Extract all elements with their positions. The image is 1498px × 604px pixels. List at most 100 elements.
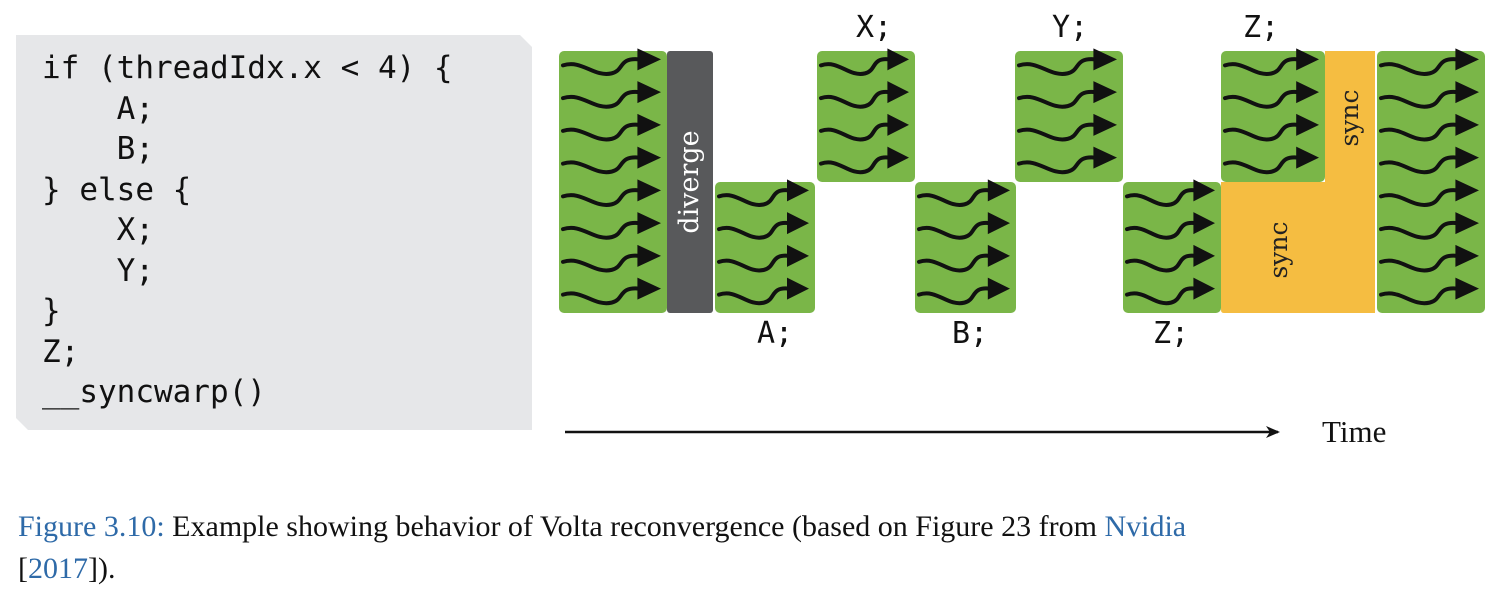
code-listing: if (threadIdx.x < 4) { A; B;} else { X; …: [42, 48, 453, 413]
diverge-bar: [667, 51, 713, 313]
thread-arrow-icon: [561, 188, 642, 207]
arrowhead-icon: [887, 146, 909, 169]
block-A: [715, 179, 815, 313]
thread-arrow-icon: [561, 286, 642, 306]
label-A: A;: [757, 316, 793, 351]
thread-blocks: [559, 48, 1485, 313]
arrowhead-icon: [1455, 48, 1479, 71]
code-line: } else {: [42, 171, 192, 208]
caption-text: Example showing behavior of Volta reconv…: [164, 510, 1105, 543]
time-label: Time: [1322, 414, 1386, 449]
thread-arrow-icon: [1017, 122, 1098, 142]
arrowhead-icon: [637, 244, 661, 267]
arrowhead-icon: [987, 277, 1010, 300]
thread-arrow-icon: [819, 57, 892, 76]
arrowhead-icon: [1455, 113, 1479, 136]
thread-arrow-icon: [819, 122, 892, 142]
block-Y: [1015, 48, 1123, 182]
block-Z-lower: [1123, 179, 1221, 313]
arrowhead-icon: [1455, 212, 1479, 235]
arrowhead-icon: [987, 212, 1010, 235]
diverge-label: diverge: [674, 130, 705, 233]
thread-arrow-icon: [917, 188, 992, 207]
thread-arrow-icon: [561, 90, 642, 109]
arrowhead-icon: [637, 48, 661, 71]
arrowhead-icon: [787, 179, 809, 202]
arrowhead-icon: [1455, 277, 1479, 300]
thread-arrow-icon: [717, 253, 791, 273]
arrowhead-icon: [1296, 146, 1319, 169]
thread-arrow-icon: [1379, 57, 1460, 76]
code-line: A;: [42, 90, 154, 127]
thread-arrow-icon: [917, 286, 992, 306]
thread-arrow-icon: [1223, 122, 1301, 142]
thread-arrow-icon: [561, 155, 642, 175]
thread-arrow-icon: [561, 57, 642, 76]
thread-arrow-icon: [1017, 90, 1098, 109]
label-B: B;: [952, 316, 988, 351]
thread-arrow-icon: [1379, 155, 1460, 175]
citation-link-author[interactable]: Nvidia: [1104, 510, 1187, 543]
thread-arrow-icon: [717, 221, 791, 240]
arrowhead-icon: [787, 244, 809, 267]
arrowhead-icon: [1093, 81, 1117, 104]
block-B: [915, 179, 1016, 313]
thread-arrow-icon: [1125, 188, 1198, 207]
arrowhead-icon: [637, 179, 661, 202]
thread-arrow-icon: [1223, 155, 1301, 175]
citation-link-year[interactable]: 2017: [28, 552, 88, 585]
code-line: __syncwarp(): [42, 374, 266, 410]
arrowhead-icon: [1093, 113, 1117, 136]
label-Z-bottom: Z;: [1153, 316, 1189, 351]
all-threads-start: [559, 48, 667, 313]
thread-arrow-icon: [917, 253, 992, 273]
arrowhead-icon: [1455, 146, 1479, 169]
code-line: X;: [42, 212, 154, 248]
arrowhead-icon: [1296, 48, 1319, 71]
sync-region: [1221, 51, 1375, 313]
label-X: X;: [856, 10, 892, 45]
label-Z-top: Z;: [1243, 10, 1279, 45]
thread-arrow-icon: [1125, 221, 1198, 240]
code-line: B;: [42, 131, 154, 167]
thread-arrow-icon: [1125, 286, 1198, 306]
thread-arrow-icon: [1379, 221, 1460, 240]
code-line: }: [42, 293, 61, 329]
arrowhead-icon: [637, 113, 661, 136]
arrowhead-icon: [1093, 146, 1117, 169]
code-line: Z;: [42, 333, 80, 370]
caption-bracket-open: [: [18, 552, 28, 585]
code-line: Y;: [42, 252, 154, 289]
sync-label-lower: sync: [1264, 221, 1293, 278]
label-Y: Y;: [1052, 10, 1088, 45]
thread-arrow-icon: [561, 253, 642, 273]
code-line: if (threadIdx.x < 4) {: [42, 50, 453, 86]
arrowhead-icon: [1455, 244, 1479, 267]
figure-caption: Figure 3.10: Example showing behavior of…: [18, 506, 1488, 590]
arrowhead-icon: [637, 81, 661, 104]
thread-arrow-icon: [917, 221, 992, 240]
arrowhead-icon: [887, 81, 909, 104]
thread-arrow-icon: [717, 286, 791, 306]
arrowhead-icon: [1455, 81, 1479, 104]
block-Z-upper: [1221, 48, 1325, 182]
thread-arrow-icon: [819, 155, 892, 175]
arrowhead-icon: [787, 277, 809, 300]
thread-arrow-icon: [1223, 90, 1301, 109]
arrowhead-icon: [1093, 48, 1117, 71]
arrowhead-icon: [637, 212, 661, 235]
thread-arrow-icon: [717, 188, 791, 207]
thread-arrow-icon: [561, 122, 642, 142]
thread-arrow-icon: [1379, 253, 1460, 273]
arrowhead-icon: [887, 48, 909, 71]
arrowhead-icon: [637, 277, 661, 300]
thread-arrow-icon: [1125, 253, 1198, 273]
thread-arrow-icon: [1379, 122, 1460, 142]
arrowhead-icon: [1193, 244, 1215, 267]
block-X: [817, 48, 915, 182]
thread-arrow-icon: [561, 221, 642, 240]
caption-bracket-close: ]).: [88, 552, 116, 585]
thread-arrow-icon: [1017, 155, 1098, 175]
arrowhead-icon: [1296, 81, 1319, 104]
